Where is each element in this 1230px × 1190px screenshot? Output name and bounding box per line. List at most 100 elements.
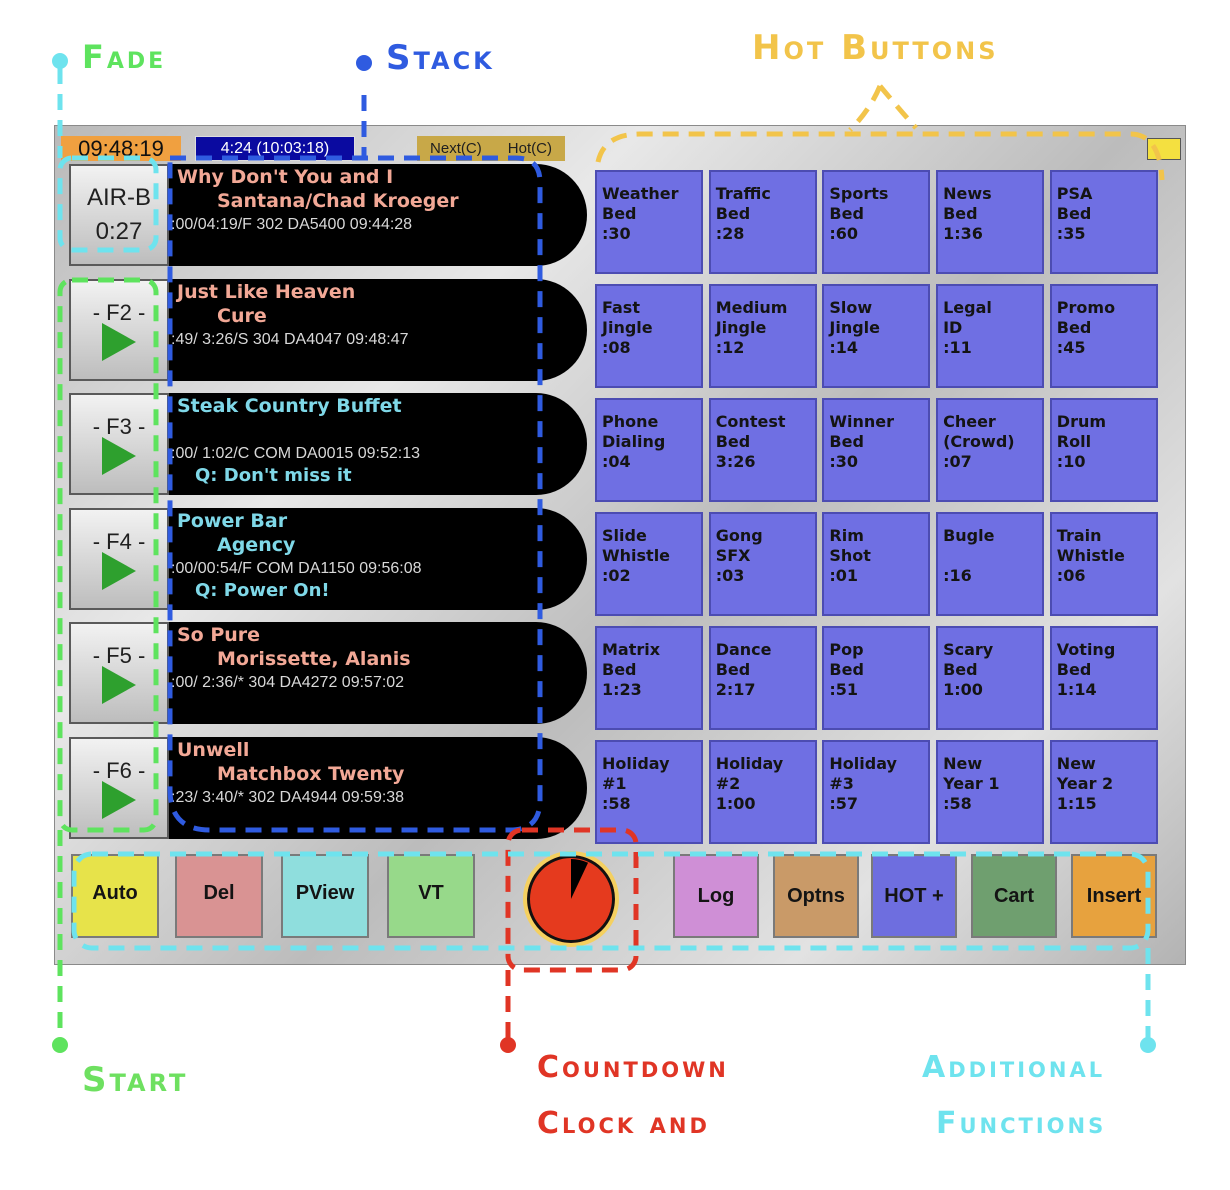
hot-button[interactable]: Gong SFX :03 (708, 512, 817, 616)
hot-button[interactable]: Phone Dialing :04 (595, 398, 703, 502)
stack-item-artist: Morissette, Alanis (217, 648, 411, 670)
hot-button[interactable]: Medium Jingle :12 (708, 284, 817, 388)
stack-item-artist: Agency (217, 533, 296, 556)
stack-item-title: Steak Country Buffet (177, 395, 402, 417)
function-button-optns[interactable]: Optns (773, 854, 859, 938)
countdown-marker-dot (500, 1037, 516, 1053)
hot-button[interactable]: Promo Bed :45 (1049, 284, 1158, 388)
play-icon (102, 322, 136, 361)
stack-item-meta: :00/ 2:36/* 304 DA4272 09:57:02 (171, 674, 405, 691)
function-button-vt[interactable]: VT (387, 854, 475, 938)
function-button-insert[interactable]: Insert (1071, 854, 1157, 938)
hot-button[interactable]: Sports Bed :60 (822, 170, 931, 274)
stack-row: - F3 - Steak Country Buffet :00/ 1:02/C CO… (69, 393, 587, 497)
minimize-button[interactable] (1147, 138, 1181, 160)
stack-item-title: Power Bar (177, 509, 288, 532)
function-button-hot[interactable]: HOT + (871, 854, 957, 938)
hot-callout-line-right (878, 84, 918, 130)
additional-marker-dot (1140, 1037, 1156, 1053)
hot-button[interactable]: PSA Bed :35 (1049, 170, 1158, 274)
start-button[interactable]: - F2 - (69, 278, 169, 381)
start-button-label: AIR-B (86, 184, 151, 211)
callout-start: Start (82, 1060, 189, 1100)
hot-button[interactable]: Slide Whistle :02 (595, 512, 703, 616)
hot-button[interactable]: Matrix Bed 1:23 (595, 626, 703, 730)
start-button[interactable]: - F3 - (69, 393, 169, 495)
stack-item-meta: :23/ 3:40/* 302 DA4944 09:59:38 (171, 788, 405, 806)
stack-item-artist: Matchbox Twenty (217, 762, 405, 785)
hot-button[interactable]: Contest Bed 3:26 (708, 398, 817, 502)
function-button-label: PView (295, 882, 355, 904)
stack-item-title: Unwell (177, 738, 250, 761)
hot-button[interactable]: Holiday #3 :57 (822, 740, 931, 844)
hot-button[interactable]: News Bed 1:36 (936, 170, 1045, 274)
countdown-remaining-wedge (571, 859, 589, 899)
function-button-label: Log (697, 884, 735, 907)
function-button-label: Insert (1086, 884, 1142, 907)
hot-button[interactable]: New Year 1 :58 (936, 740, 1045, 844)
hot-button[interactable]: Train Whistle :06 (1049, 512, 1158, 616)
function-button-pview[interactable]: PView (281, 854, 369, 938)
callout-clock-and: Clock and (537, 1106, 710, 1141)
function-button-label: HOT + (884, 884, 944, 907)
function-button-cart[interactable]: Cart (971, 854, 1057, 938)
hot-button[interactable]: Drum Roll :10 (1049, 398, 1158, 502)
hot-label: Hot(C) (507, 140, 552, 157)
stack-item-title: So Pure (177, 624, 261, 646)
callout-fade: Fade (82, 38, 167, 76)
automation-panel: 09:48:19 4:24 (10:03:18) Next(C) Hot(C) … (54, 125, 1186, 965)
start-button-timer: 0:27 (95, 218, 143, 245)
stack-item-artist: Santana/Chad Kroeger (217, 190, 459, 212)
hot-button[interactable]: Slow Jingle :14 (822, 284, 931, 388)
hot-button[interactable]: Holiday #1 :58 (595, 740, 703, 844)
callout-additional: Additional (922, 1050, 1106, 1085)
hot-button[interactable]: Cheer (Crowd) :07 (936, 398, 1045, 502)
hot-button[interactable]: Winner Bed :30 (822, 398, 931, 502)
start-button[interactable]: - F4 - (69, 507, 169, 610)
play-icon (102, 551, 136, 590)
function-button-log[interactable]: Log (673, 854, 759, 938)
stack-item-meta: :49/ 3:26/S 304 DA4047 09:48:47 (171, 330, 409, 348)
hot-button[interactable]: Legal ID :11 (936, 284, 1045, 388)
elapsed-time-display: 4:24 (10:03:18) (195, 136, 355, 161)
callout-hot-buttons: Hot Buttons (752, 28, 999, 68)
function-button-label: VT (418, 882, 444, 904)
play-icon (102, 666, 136, 704)
callout-stack: Stack (386, 38, 495, 78)
start-button-label: - F5 - (92, 643, 146, 668)
hot-button[interactable]: Rim Shot :01 (822, 512, 931, 616)
stack-item-meta: :00/04:19/F 302 DA5400 09:44:28 (171, 216, 413, 233)
hot-button[interactable]: Traffic Bed :28 (708, 170, 817, 274)
start-button[interactable]: - F6 - (69, 736, 169, 839)
stack-item-artist: Cure (217, 304, 267, 327)
function-button-auto[interactable]: Auto (71, 854, 159, 938)
stack-item-meta: :00/ 1:02/C COM DA0015 09:52:13 (171, 445, 421, 462)
hot-callout-line (848, 85, 883, 132)
callout-countdown: Countdown (537, 1050, 729, 1085)
hot-button[interactable]: Voting Bed 1:14 (1049, 626, 1158, 730)
hot-button[interactable]: Holiday #2 1:00 (708, 740, 817, 844)
current-time-clock: 09:48:19 (61, 136, 181, 161)
stack-item-card[interactable]: Steak Country Buffet :00/ 1:02/C COM DA00… (169, 393, 587, 495)
countdown-clock (523, 851, 619, 947)
hot-button[interactable]: Fast Jingle :08 (595, 284, 703, 388)
start-button[interactable]: - F5 - (69, 622, 169, 724)
play-icon (102, 437, 136, 475)
hot-button[interactable]: New Year 2 1:15 (1049, 740, 1158, 844)
fade-button[interactable]: AIR-B 0:27 (69, 164, 169, 266)
hot-button[interactable]: Scary Bed 1:00 (936, 626, 1045, 730)
function-button-del[interactable]: Del (175, 854, 263, 938)
hot-button[interactable]: Bugle :16 (936, 512, 1045, 616)
hot-button[interactable]: Dance Bed 2:17 (708, 626, 817, 730)
hot-button[interactable]: Weather Bed :30 (595, 170, 703, 274)
hot-button[interactable]: Pop Bed :51 (822, 626, 931, 730)
start-button-label: - F2 - (92, 299, 146, 325)
start-button-label: - F3 - (92, 414, 146, 439)
